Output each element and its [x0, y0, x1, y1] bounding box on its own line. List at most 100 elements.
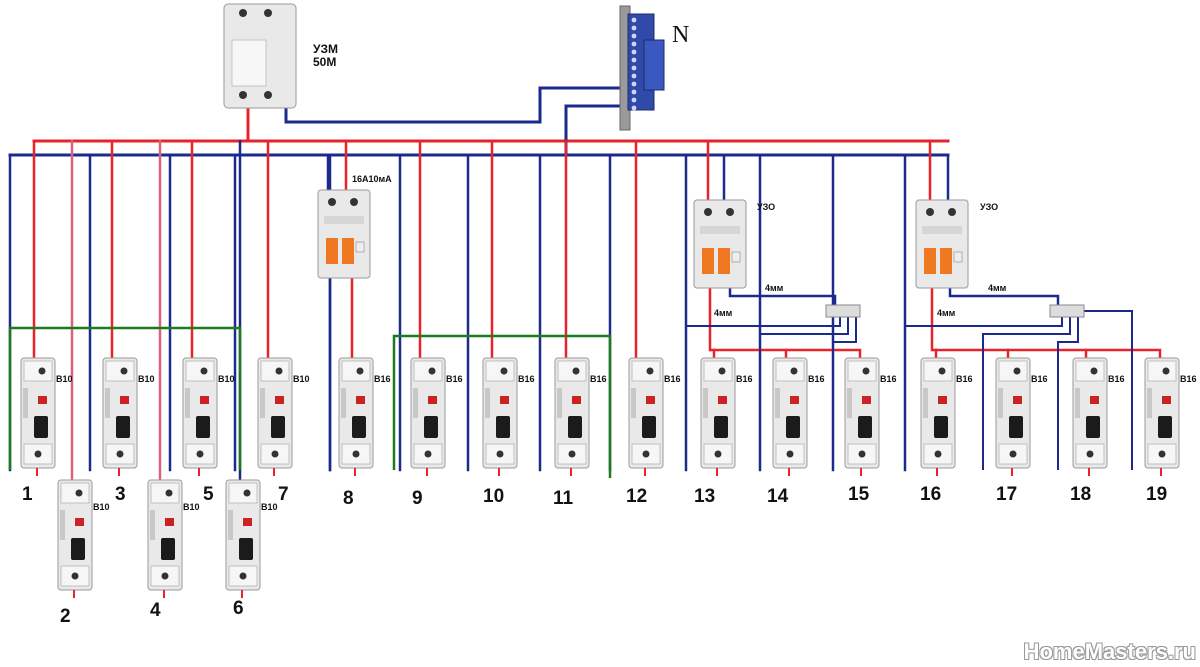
rcd-label-plate: [324, 216, 364, 224]
breaker-terminal-top: [998, 360, 1028, 382]
uzm-label-line1: УЗМ: [313, 42, 338, 56]
breaker-toggle-lever: [568, 416, 582, 438]
screw-icon: [631, 97, 637, 103]
breaker-number: 1: [22, 484, 33, 505]
breaker-12: [628, 357, 664, 476]
breaker-toggle-lever: [116, 416, 130, 438]
rcd-b-neutral-out: [948, 288, 1060, 310]
screw-icon: [568, 450, 576, 458]
neutral-terminal-block-a: [825, 304, 861, 318]
breaker-number: 15: [848, 484, 870, 505]
screw-icon: [714, 450, 722, 458]
breaker-toggle-lever: [239, 538, 253, 560]
breaker-toggle-lever: [934, 416, 948, 438]
neutral-terminal-wire: [759, 317, 849, 470]
group-frame-left: [8, 326, 242, 470]
screw-icon: [275, 367, 283, 375]
rcd-body: [915, 199, 969, 289]
breaker-terminal-top: [1075, 360, 1105, 382]
screw-icon: [862, 367, 870, 375]
screw-icon: [116, 450, 124, 458]
neutral-bus-bar: [619, 5, 665, 131]
breaker-toggle-lever: [1158, 416, 1172, 438]
screw-icon: [646, 367, 654, 375]
breaker-side-stripe: [105, 388, 110, 418]
rcd-toggle-lever: [342, 238, 354, 264]
breaker-indicator: [572, 396, 581, 404]
breaker-terminal-top: [105, 360, 135, 382]
screw-icon: [631, 33, 637, 39]
breaker-11: [554, 357, 590, 476]
breaker-number: 5: [203, 484, 214, 505]
breaker-terminal-top: [185, 360, 215, 382]
screw-icon: [1090, 367, 1098, 375]
breaker-toggle-lever: [71, 538, 85, 560]
breaker-terminal-top: [631, 360, 661, 382]
breaker-8: [338, 357, 374, 476]
breaker-rating: В10: [138, 374, 155, 384]
breaker-toggle-lever: [1009, 416, 1023, 438]
screw-icon: [356, 367, 364, 375]
breaker-number: 12: [626, 486, 648, 507]
breaker-side-stripe: [557, 388, 562, 418]
breaker-toggle-lever: [496, 416, 510, 438]
screw-icon: [631, 49, 637, 55]
screw-icon: [243, 489, 251, 497]
rcd-b-wire-label-side: 4мм: [937, 308, 956, 318]
breaker-side-stripe: [185, 388, 190, 418]
breaker-indicator: [862, 396, 871, 404]
screw-icon: [350, 198, 358, 206]
breaker-toggle-lever: [858, 416, 872, 438]
breaker-indicator: [75, 518, 84, 526]
rcd-label-plate: [700, 226, 740, 234]
breaker-indicator: [1090, 396, 1099, 404]
rcd-a-wire-label-side: 4мм: [714, 308, 733, 318]
uzm-to-neutral-bus-wire: [284, 86, 628, 124]
screw-icon: [352, 450, 360, 458]
screw-icon: [165, 489, 173, 497]
breaker-indicator: [120, 396, 129, 404]
screw-icon: [328, 198, 336, 206]
breaker-number: 19: [1146, 484, 1168, 505]
breaker-terminal-top: [557, 360, 587, 382]
breaker-indicator: [718, 396, 727, 404]
breaker-terminal-top: [228, 482, 258, 504]
breaker-toggle-lever: [271, 416, 285, 438]
screw-icon: [726, 208, 734, 216]
breaker-rating: В16: [956, 374, 973, 384]
breaker-number: 13: [694, 486, 716, 507]
breaker-indicator: [790, 396, 799, 404]
screw-icon: [271, 450, 279, 458]
breaker-number: 6: [233, 598, 244, 619]
breaker-number: 3: [115, 484, 126, 505]
breaker-side-stripe: [923, 388, 928, 418]
breaker-toggle-lever: [424, 416, 438, 438]
breaker-indicator: [200, 396, 209, 404]
screw-icon: [120, 367, 128, 375]
rcd-test-button: [953, 251, 963, 263]
screw-icon: [1162, 367, 1170, 375]
rcd-body: [693, 199, 747, 289]
rcd-toggle-lever: [702, 248, 714, 274]
breaker-side-stripe: [485, 388, 490, 418]
neutral-terminal-wire: [982, 317, 1071, 470]
screw-icon: [786, 450, 794, 458]
breaker-terminal-top: [60, 482, 90, 504]
breaker-indicator: [500, 396, 509, 404]
breaker-terminal-top: [1147, 360, 1177, 382]
group-frame-middle: [392, 334, 612, 478]
breaker-rating: В16: [374, 374, 391, 384]
rcd-b: [915, 199, 969, 289]
screw-icon: [428, 367, 436, 375]
breaker-number: 17: [996, 484, 1018, 505]
breaker-toggle-lever: [1086, 416, 1100, 438]
breaker-17: [995, 357, 1031, 476]
rcd-b-label: УЗО: [980, 202, 999, 212]
breaker-rating: В16: [808, 374, 825, 384]
screw-icon: [934, 450, 942, 458]
breaker-side-stripe: [1147, 388, 1152, 418]
screw-icon: [1009, 450, 1017, 458]
breaker-rating: В16: [1108, 374, 1125, 384]
breaker-rating: В10: [93, 502, 110, 512]
screw-icon: [196, 450, 204, 458]
